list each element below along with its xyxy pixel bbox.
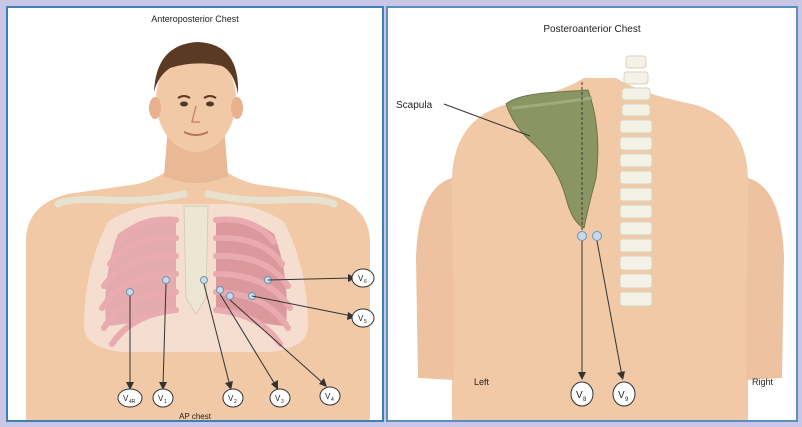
pa-chest-illustration: Scapula V 8 V 9 Left Right — [388, 8, 798, 422]
ap-chest-illustration: V 4R V 1 V 2 V 3 V 4 — [8, 8, 384, 422]
lead-v3-label: V 3 — [270, 389, 290, 407]
ap-chest-footer: AP chest — [8, 412, 382, 421]
lead-v4-label: V 4 — [320, 387, 340, 405]
electrode-v4 — [227, 293, 234, 300]
electrode-v9 — [593, 232, 602, 241]
pa-left-arm — [416, 178, 454, 380]
lead-v4r-label: V 4R — [118, 389, 142, 407]
ap-chest-panel: Anteroposterior Chest — [6, 6, 384, 422]
svg-text:4: 4 — [331, 397, 334, 403]
right-side-label: Right — [752, 377, 774, 387]
lead-v6-label: V 6 — [352, 269, 374, 287]
lead-v9-label: V 9 — [613, 382, 635, 406]
electrode-v3 — [217, 287, 224, 294]
svg-text:4R: 4R — [129, 399, 136, 405]
svg-text:2: 2 — [234, 399, 237, 405]
pa-chest-panel: Posteroanterior Chest — [386, 6, 798, 422]
pa-back — [452, 78, 748, 422]
electrode-v8 — [578, 232, 587, 241]
pa-right-arm — [746, 178, 784, 380]
left-side-label: Left — [474, 377, 490, 387]
svg-text:3: 3 — [281, 399, 284, 405]
lead-v5-label: V 5 — [352, 309, 374, 327]
lead-v1-label: V 1 — [153, 389, 173, 407]
lead-v8-label: V 8 — [571, 382, 593, 406]
electrode-v4r — [127, 289, 134, 296]
svg-text:6: 6 — [364, 279, 367, 285]
svg-text:1: 1 — [164, 399, 167, 405]
pa-spine — [620, 56, 652, 306]
svg-text:V: V — [576, 390, 583, 401]
svg-text:5: 5 — [364, 319, 367, 325]
electrode-v1 — [163, 277, 170, 284]
scapula-label: Scapula — [396, 100, 433, 111]
svg-text:V: V — [618, 390, 625, 401]
electrode-v2 — [201, 277, 208, 284]
lead-v2-label: V 2 — [223, 389, 243, 407]
ap-sternum — [184, 206, 208, 314]
